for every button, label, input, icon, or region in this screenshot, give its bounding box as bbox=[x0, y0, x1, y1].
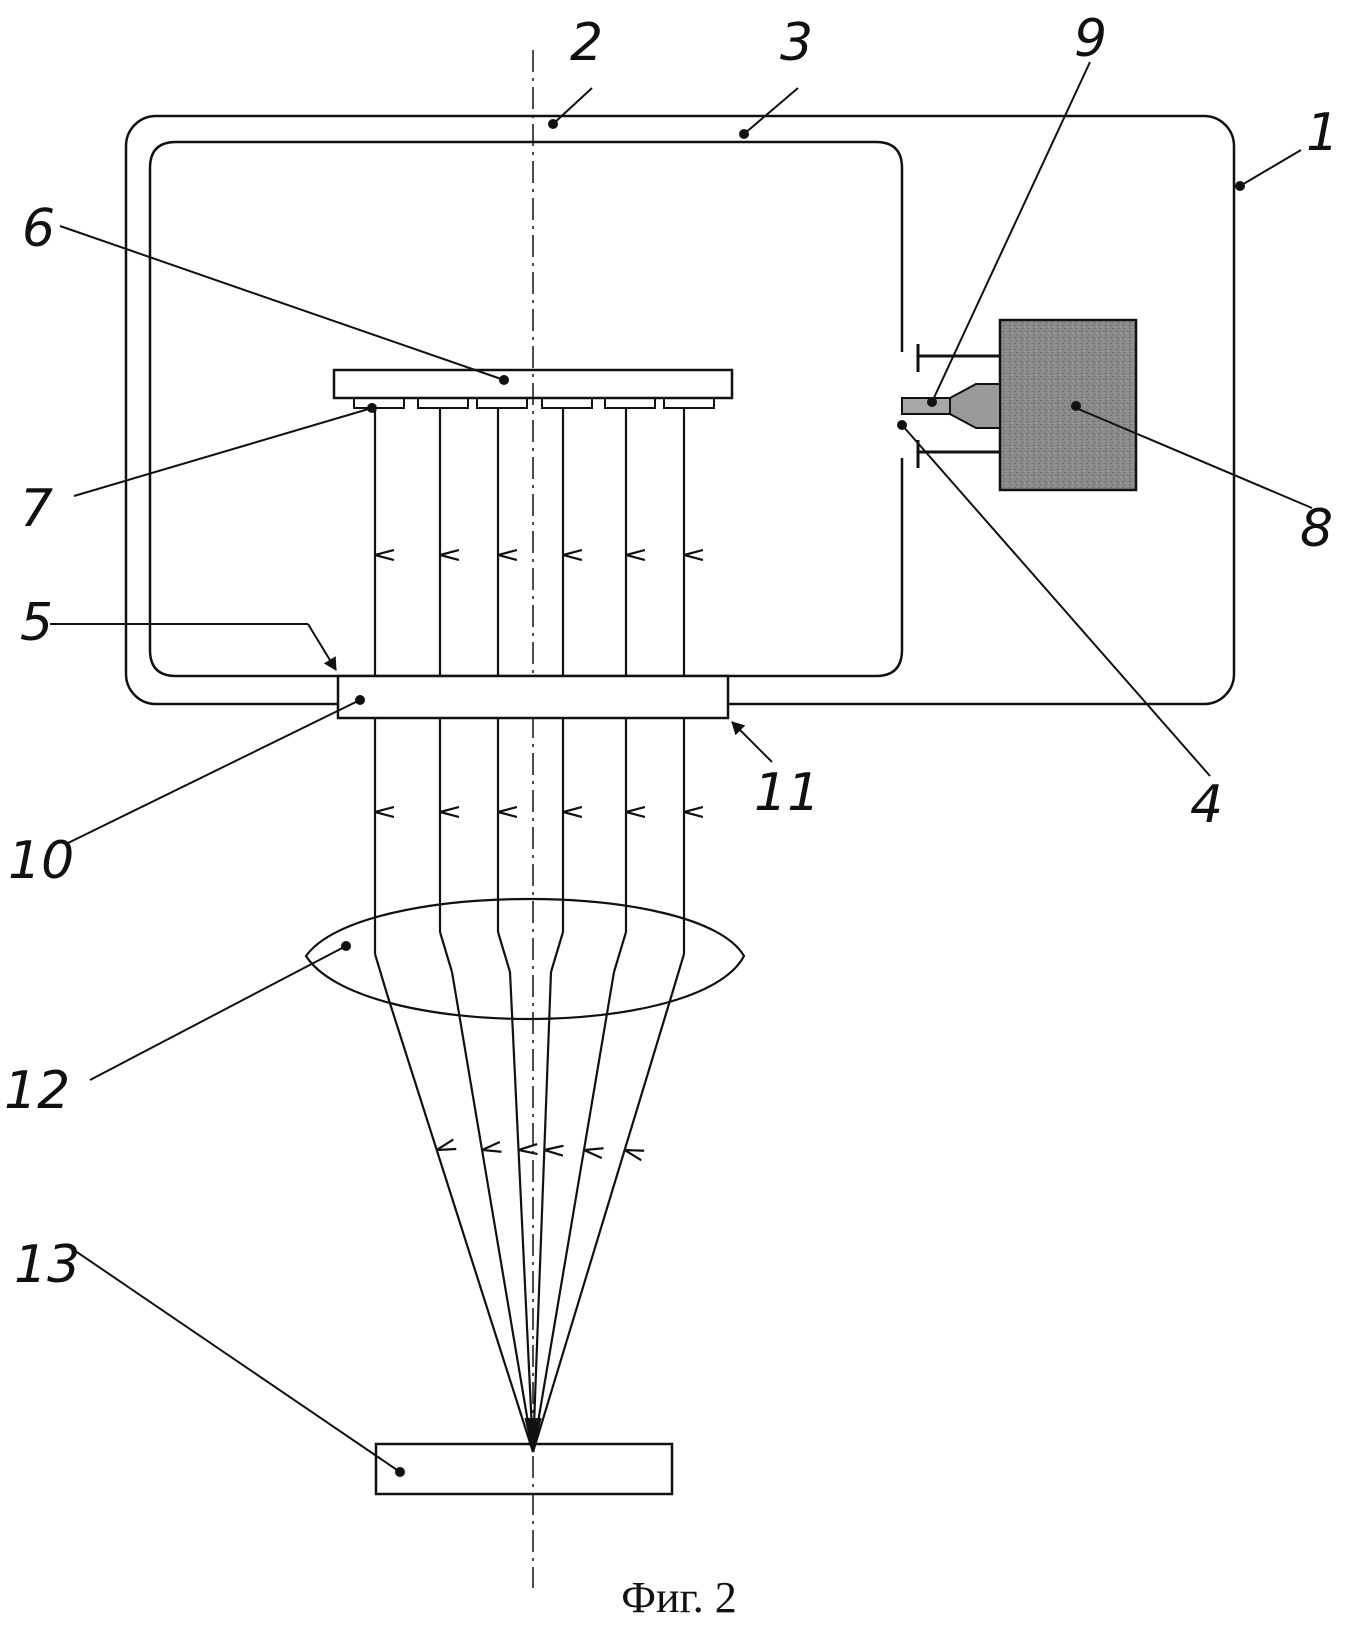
source-assembly bbox=[901, 318, 1138, 492]
plate bbox=[332, 368, 734, 400]
figure-caption: Фиг. 2 bbox=[621, 1573, 736, 1622]
label-1: 1 bbox=[1306, 103, 1339, 163]
nozzle-cone bbox=[949, 383, 1001, 429]
beam-segment bbox=[385, 993, 437, 1150]
emitter bbox=[541, 397, 593, 409]
beam-segment bbox=[435, 1149, 535, 1453]
label-8: 8 bbox=[1300, 499, 1333, 559]
beam-segment bbox=[531, 1149, 586, 1453]
beam-segment bbox=[496, 931, 512, 973]
beam-segment bbox=[531, 1149, 546, 1453]
beam-segment bbox=[438, 931, 454, 973]
source-block bbox=[998, 318, 1138, 492]
label-13: 13 bbox=[14, 1235, 80, 1295]
beam-segment bbox=[508, 971, 519, 1150]
beam-group bbox=[373, 408, 686, 1453]
label-9: 9 bbox=[1074, 9, 1107, 69]
label-5: 5 bbox=[20, 593, 53, 653]
focus-point bbox=[524, 1417, 542, 1453]
beam-segment bbox=[549, 931, 565, 973]
beam-segment bbox=[373, 953, 389, 995]
lens bbox=[304, 898, 746, 1021]
label-10: 10 bbox=[8, 831, 74, 891]
leader-lines bbox=[50, 61, 1313, 1477]
inner-chamber bbox=[148, 140, 904, 678]
beam-segment bbox=[584, 971, 616, 1150]
beam-segment bbox=[544, 971, 551, 1150]
nozzle bbox=[901, 397, 951, 415]
emitter bbox=[353, 397, 405, 409]
emitter-array bbox=[353, 397, 715, 409]
beam-segment bbox=[517, 1149, 535, 1453]
label-12: 12 bbox=[4, 1061, 70, 1121]
beam-segment bbox=[531, 1149, 626, 1453]
beam-segment bbox=[625, 993, 674, 1150]
label-7: 7 bbox=[20, 479, 53, 539]
label-2: 2 bbox=[570, 13, 603, 73]
emitter bbox=[604, 397, 656, 409]
label-4: 4 bbox=[1190, 775, 1223, 835]
emitter bbox=[417, 397, 469, 409]
beam-segment bbox=[480, 1149, 535, 1453]
label-3: 3 bbox=[780, 13, 813, 73]
label-6: 6 bbox=[22, 199, 55, 259]
emitter bbox=[663, 397, 715, 409]
beam-segment bbox=[612, 931, 628, 973]
window-plate bbox=[336, 674, 730, 720]
beam-segment bbox=[670, 953, 686, 995]
target bbox=[374, 1442, 674, 1496]
beam-segment bbox=[450, 971, 482, 1150]
label-11: 11 bbox=[754, 763, 820, 823]
emitter bbox=[476, 397, 528, 409]
